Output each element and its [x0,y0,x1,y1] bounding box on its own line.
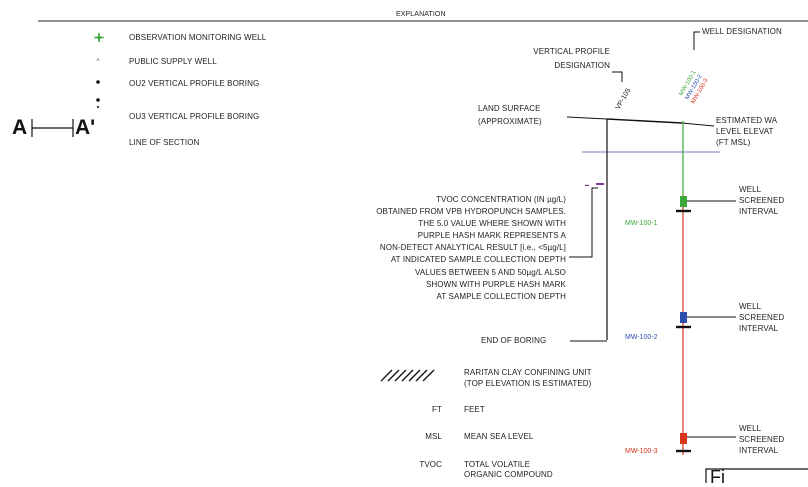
legend-ou3-boring: OU3 VERTICAL PROFILE BORING [129,112,260,121]
abbr-tvoc-meaning-1: TOTAL VOLATILE [464,460,531,469]
well-label-3: MW-100-3 [625,448,658,455]
water-level-line-3: (FT MSL) [716,138,751,147]
screen-1-line-2: SCREENED [739,196,785,205]
screen-bar-2 [680,312,687,323]
line-of-section-symbol [31,119,74,137]
abbr-tvoc-meaning-2: ORGANIC COMPOUND [464,470,553,479]
vp-designation-line-2: DESIGNATION [554,61,610,70]
ou2-boring-symbol [96,80,100,84]
tvoc-value-marker: ▬ [585,182,589,187]
observation-well-symbol [94,33,104,42]
clay-label-line-1: RARITAN CLAY CONFINING UNIT [464,368,592,377]
screen-3-line-2: SCREENED [739,435,785,444]
tvoc-note-line-7: VALUES BETWEEN 5 AND 50µg/L ALSO [415,268,566,277]
screen-bar-1 [680,196,687,207]
screen-1-line-3: INTERVAL [739,207,779,216]
vp-designation-leader [612,71,623,82]
tvoc-note-line-5: NON-DETECT ANALYTICAL RESULT [i.e., <5µg… [379,243,566,252]
title-block-frame [705,468,808,483]
section-label-a: A [12,116,28,139]
screen-3-line-3: INTERVAL [739,446,779,455]
screen-3-line-1: WELL [739,424,762,433]
tvoc-note-line-1: TVOC CONCENTRATION (IN µg/L) [436,195,566,204]
abbr-ft: FT [432,405,442,414]
vp-designation-line-1: VERTICAL PROFILE [533,47,610,56]
abbr-msl: MSL [425,432,442,441]
legend-line-of-section: LINE OF SECTION [129,138,200,147]
well-designation-label: WELL DESIGNATION [702,27,782,36]
tvoc-note-line-2: OBTAINED FROM VPB HYDROPUNCH SAMPLES. [376,207,566,216]
screen-1-line-1: WELL [739,185,762,194]
section-label-a-prime: A' [75,116,96,139]
screen-2-line-2: SCREENED [739,313,785,322]
clay-label-line-2: (TOP ELEVATION IS ESTIMATED) [464,379,592,388]
abbr-ft-meaning: FEET [464,405,485,414]
land-surface-line [606,118,683,124]
legend-observation-well: OBSERVATION MONITORING WELL [129,33,267,42]
water-level-line-2: LEVEL ELEVAT [716,127,774,136]
legend-public-supply-well: PUBLIC SUPPLY WELL [129,57,217,66]
screen-bar-3 [680,433,687,444]
tvoc-note-line-4: PURPLE HASH MARK REPRESENTS A [417,231,566,240]
abbr-msl-meaning: MEAN SEA LEVEL [464,432,534,441]
screen-2-line-1: WELL [739,302,762,311]
explanation-title: EXPLANATION [396,11,446,18]
tvoc-note-line-9: AT SAMPLE COLLECTION DEPTH [436,292,566,301]
tvoc-note-leader [569,187,598,258]
vp-label: VP-105 [615,87,633,111]
clay-hatch-symbol [380,369,435,382]
public-supply-well-symbol [96,58,100,61]
land-surface-leader [566,116,608,120]
well-label-2: MW-100-2 [625,334,658,341]
legend-ou2-boring: OU2 VERTICAL PROFILE BORING [129,79,260,88]
abbr-tvoc: TVOC [419,460,442,469]
ou3-boring-symbol-lower [96,105,100,109]
water-level-leader [681,122,715,127]
figure-title-fragment: Fi [710,467,725,487]
tvoc-note-line-8: SHOWN WITH PURPLE HASH MARK [425,280,566,289]
well-label-1: MW-100-1 [625,220,658,227]
well-designation-leader [693,31,700,50]
tvoc-note-line-6: AT INDICATED SAMPLE COLLECTION DEPTH [390,255,566,264]
ou3-boring-symbol-upper [96,98,100,102]
land-surface-line-2: (APPROXIMATE) [478,117,542,126]
water-level-line-1: ESTIMATED WA [716,116,778,125]
screen-2-line-3: INTERVAL [739,324,779,333]
end-of-boring-label: END OF BORING [481,336,547,345]
land-surface-line-1: LAND SURFACE [478,104,541,113]
tvoc-note-line-3: THE 5.0 VALUE WHERE SHOWN WITH [418,219,566,228]
